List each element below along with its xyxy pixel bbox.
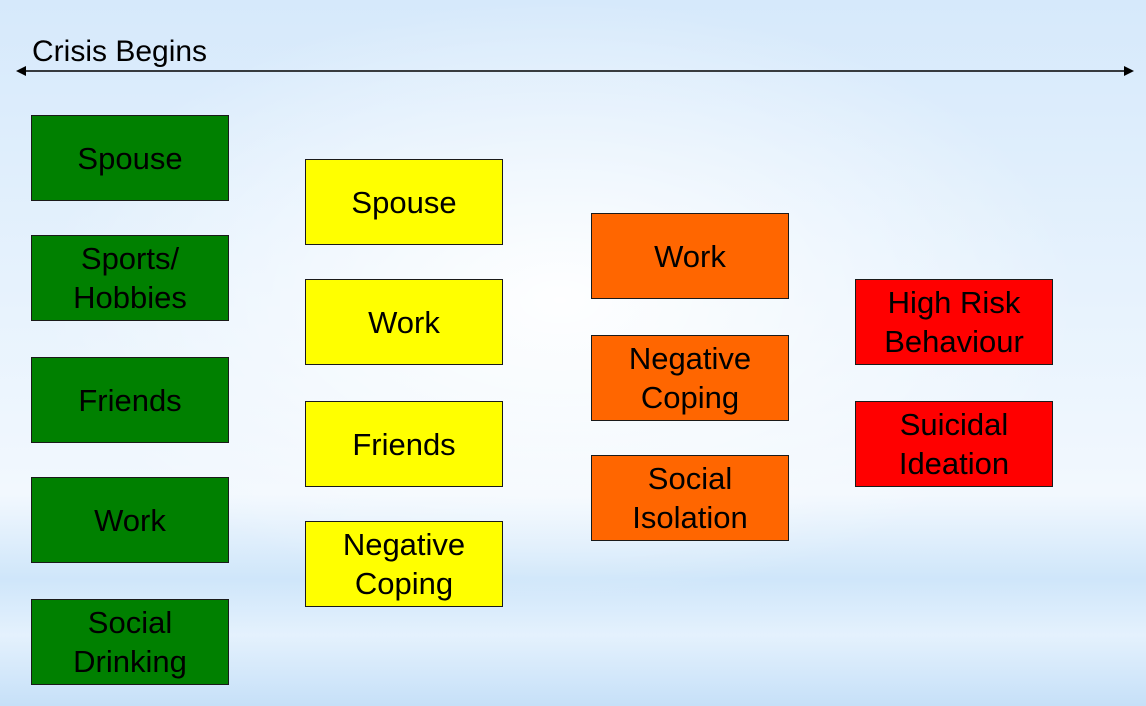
box-line: Coping xyxy=(354,566,454,601)
box-line: Social xyxy=(647,461,733,496)
green-box-work: Work xyxy=(31,477,229,563)
box-line: Ideation xyxy=(898,446,1010,481)
box-line: High Risk xyxy=(887,285,1021,320)
box-line: Work xyxy=(94,502,166,538)
yellow-box-spouse: Spouse xyxy=(305,159,503,245)
box-line: Suicidal xyxy=(899,407,1009,442)
red-box-high-risk-behaviour: High Risk Behaviour xyxy=(855,279,1053,365)
green-box-sports-hobbies: Sports/ Hobbies xyxy=(31,235,229,321)
box-line: Social xyxy=(87,605,173,640)
box-line: Sports/ xyxy=(80,241,180,276)
box-line: Friends xyxy=(78,382,182,418)
crisis-begins-label: Crisis Begins xyxy=(32,35,208,68)
box-line: Hobbies xyxy=(73,280,187,315)
green-box-social-drinking: Social Drinking xyxy=(31,599,229,685)
orange-box-social-isolation: Social Isolation xyxy=(591,455,789,541)
box-line: Negative xyxy=(628,341,752,376)
orange-box-negative-coping: Negative Coping xyxy=(591,335,789,421)
green-box-spouse: Spouse xyxy=(31,115,229,201)
box-line: Behaviour xyxy=(884,324,1024,359)
box-line: Work xyxy=(654,238,726,274)
box-line: Friends xyxy=(352,426,456,462)
box-line: Negative xyxy=(342,527,466,562)
box-line: Coping xyxy=(640,380,740,415)
box-line: Drinking xyxy=(73,644,187,679)
yellow-box-negative-coping: Negative Coping xyxy=(305,521,503,607)
yellow-box-work: Work xyxy=(305,279,503,365)
green-box-friends: Friends xyxy=(31,357,229,443)
box-line: Spouse xyxy=(351,184,457,220)
orange-box-work: Work xyxy=(591,213,789,299)
box-line: Isolation xyxy=(632,500,748,535)
red-box-suicidal-ideation: Suicidal Ideation xyxy=(855,401,1053,487)
box-line: Work xyxy=(368,304,440,340)
box-line: Spouse xyxy=(77,140,183,176)
timeline-arrow xyxy=(16,66,1134,76)
yellow-box-friends: Friends xyxy=(305,401,503,487)
